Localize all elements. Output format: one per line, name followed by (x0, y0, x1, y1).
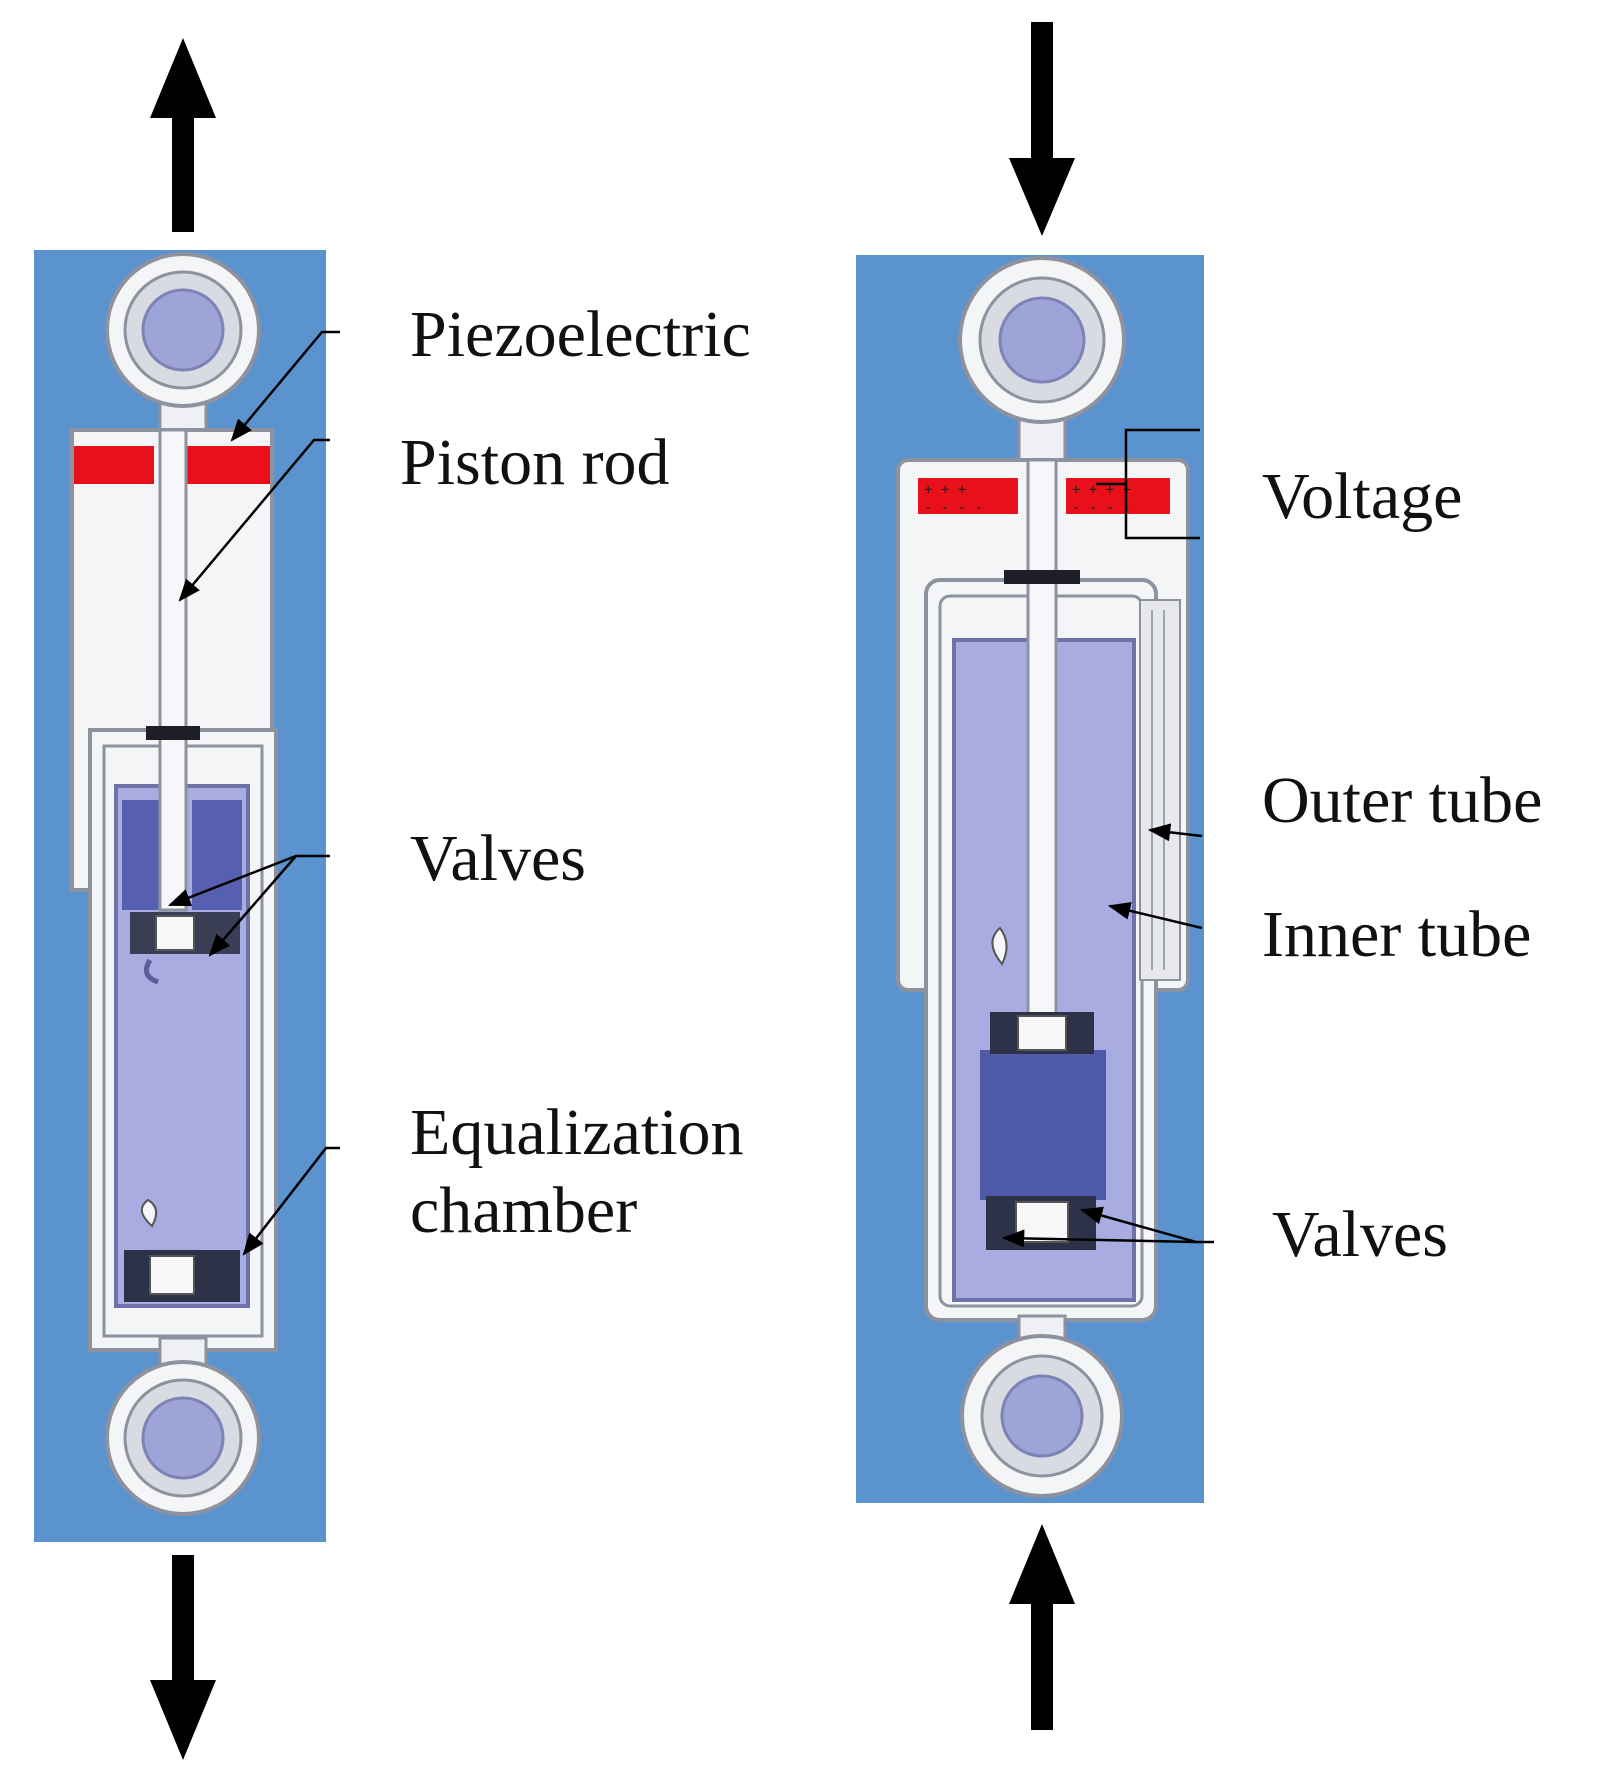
left-piston-rod (158, 428, 188, 912)
plus-signs-left: + + + (924, 482, 966, 498)
minus-signs-right: - - - - (1072, 500, 1131, 516)
label-piston-rod: Piston rod (400, 426, 670, 499)
label-equalization: Equalization (410, 1096, 744, 1169)
left-bottom-arrow-icon (150, 1555, 216, 1760)
right-top-eyelet-icon (958, 256, 1126, 467)
label-piezoelectric: Piezoelectric (410, 298, 751, 371)
label-chamber: chamber (410, 1174, 638, 1247)
left-top-arrow-icon (150, 38, 216, 232)
label-outer-tube: Outer tube (1262, 764, 1543, 837)
label-valves-right: Valves (1272, 1198, 1448, 1271)
left-piezo-pad-right (186, 446, 270, 484)
right-bottom-arrow-icon (1009, 1524, 1075, 1730)
label-valves-left: Valves (410, 822, 586, 895)
label-inner-tube: Inner tube (1262, 898, 1532, 971)
left-absorber (34, 38, 340, 1760)
right-piston-rod (1026, 458, 1058, 1022)
minus-signs-left: - - - - (924, 500, 983, 516)
right-piezo-pad-left (918, 478, 1018, 514)
right-absorber: + + + - - - - + + + + - - - - (856, 22, 1214, 1730)
right-top-arrow-icon (1009, 22, 1075, 236)
right-bottom-eyelet-icon (960, 1314, 1124, 1498)
label-voltage: Voltage (1262, 460, 1463, 533)
right-leader-lines (1001, 428, 1214, 1248)
left-bottom-eyelet-icon (105, 1336, 261, 1516)
plus-signs-right: + + + + (1072, 482, 1131, 498)
right-compression-chamber (980, 1050, 1106, 1200)
left-piezo-pad-left (74, 446, 154, 484)
left-top-eyelet-icon (105, 252, 261, 437)
left-leader-lines (167, 330, 340, 1256)
